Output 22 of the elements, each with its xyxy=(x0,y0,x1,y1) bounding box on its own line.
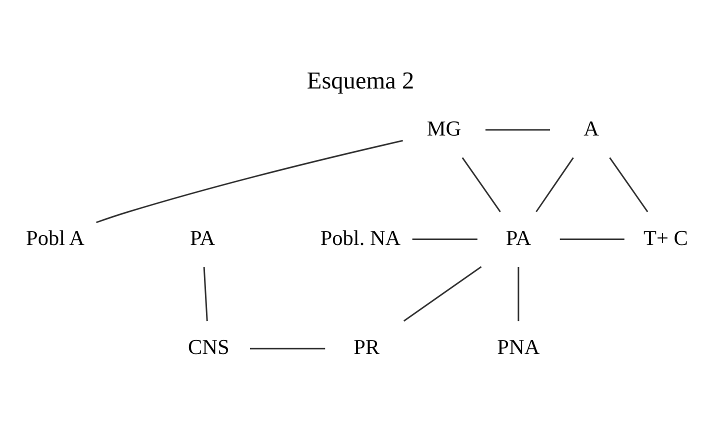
node-text: Pobl A xyxy=(26,225,84,250)
node-text: PNA xyxy=(497,334,540,359)
connector xyxy=(250,347,326,349)
connector xyxy=(203,266,208,321)
connector xyxy=(560,238,624,240)
node-text: Pobl. NA xyxy=(320,225,401,250)
connector xyxy=(518,266,520,321)
connector xyxy=(403,266,482,322)
connector xyxy=(96,139,403,223)
node-text: T+ C xyxy=(644,225,688,250)
connector xyxy=(485,128,550,130)
node-text: PR xyxy=(354,334,380,359)
connector xyxy=(536,156,574,212)
node-text: CNS xyxy=(188,334,230,359)
node-text: PA xyxy=(506,225,532,250)
node-text: MG xyxy=(426,116,462,140)
diagram-title: Esquema 2 xyxy=(306,67,414,94)
node-text: PA xyxy=(190,225,216,250)
connector xyxy=(609,156,648,212)
connector xyxy=(412,238,478,240)
node-text: A xyxy=(584,116,600,140)
connector xyxy=(462,156,501,212)
